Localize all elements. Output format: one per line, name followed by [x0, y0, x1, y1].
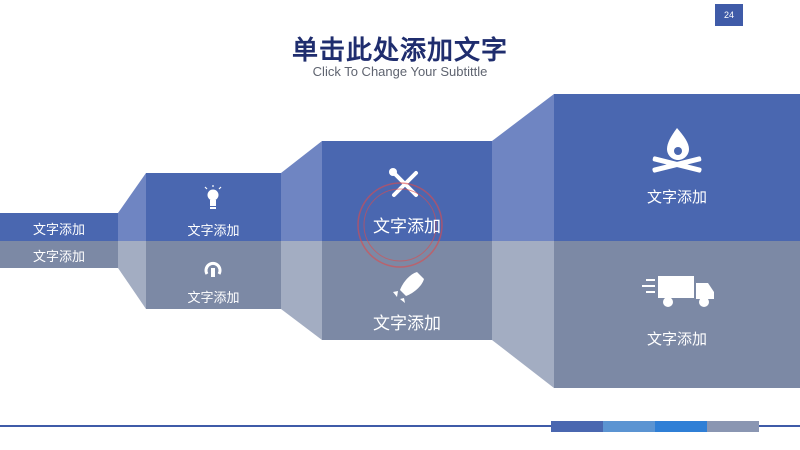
connector-3-bottom — [492, 241, 554, 388]
step-1-bottom-label[interactable]: 文字添加 — [32, 250, 85, 265]
footer-swatch-4 — [707, 421, 759, 432]
step-3-top-block — [322, 141, 492, 241]
watermark-stamp — [357, 182, 443, 268]
connector-2-bottom — [281, 241, 322, 340]
footer-line — [0, 425, 800, 427]
rocket-icon — [393, 272, 424, 303]
connector-1-top — [118, 173, 146, 241]
step-1-bottom-block — [0, 241, 118, 268]
footer-swatch-2 — [603, 421, 655, 432]
slide-subtitle[interactable]: Click To Change Your Subtittle — [312, 64, 488, 79]
step-4-top-block — [554, 94, 800, 241]
step-4-bottom-label[interactable]: 文字添加 — [646, 330, 707, 348]
step-4-top-label[interactable]: 文字添加 — [646, 188, 707, 206]
connector-3-top — [492, 94, 554, 241]
slide-title[interactable]: 单击此处添加文字 — [291, 36, 508, 66]
footer-swatch-1 — [551, 421, 603, 432]
step-4-bottom-block — [554, 241, 800, 388]
power-icon — [204, 261, 222, 277]
step-1-top-label[interactable]: 文字添加 — [32, 223, 85, 238]
step-3-top-label[interactable]: 文字添加 — [373, 217, 441, 237]
lightbulb-icon — [204, 185, 222, 209]
step-2-top-label[interactable]: 文字添加 — [187, 224, 240, 239]
page-number: 24 — [715, 4, 743, 26]
step-3-bottom-label[interactable]: 文字添加 — [373, 314, 441, 334]
step-2-bottom-label[interactable]: 文字添加 — [187, 291, 240, 306]
campfire-icon — [652, 128, 702, 173]
footer-swatch-3 — [655, 421, 707, 432]
truck-icon — [642, 276, 714, 307]
connector-1-bottom — [118, 241, 146, 309]
connector-2-top — [281, 141, 322, 241]
step-1-top-block — [0, 213, 118, 241]
